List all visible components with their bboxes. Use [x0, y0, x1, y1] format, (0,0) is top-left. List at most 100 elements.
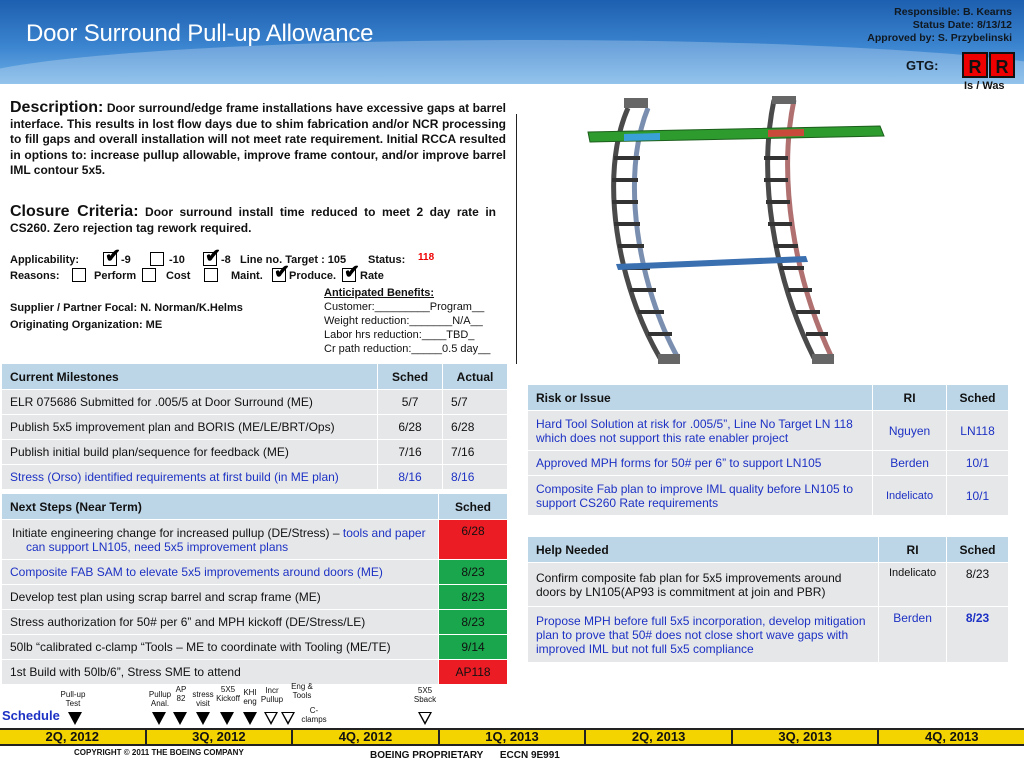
sched-header: Sched [377, 363, 444, 390]
proprietary-text: BOEING PROPRIETARY ECCN 9E991 [370, 750, 560, 761]
next-step-text: Stress authorization for 50# per 6” and … [0, 609, 440, 635]
table-row: Propose MPH before full 5x5 incorporatio… [526, 606, 1009, 663]
was-rating-badge: R [989, 52, 1015, 78]
milestone-sched: 6/28 [377, 414, 444, 440]
table-row: 1st Build with 50lb/6”, Stress SME to at… [0, 659, 508, 685]
divider-line [516, 114, 517, 364]
risk-ri: Indelicato [872, 475, 948, 516]
page-title: Door Surround Pull-up Allowance [26, 20, 374, 47]
left-frame-outer [611, 106, 681, 360]
actual-header: Actual [442, 363, 508, 390]
milestone-open-triangle-icon [418, 712, 432, 725]
help-ri: Indelicato [878, 562, 948, 607]
ri-header: RI [878, 536, 948, 563]
benefits-heading: Anticipated Benefits: [324, 287, 435, 299]
risk-issue-table: Risk or Issue RI Sched Hard Tool Solutio… [526, 384, 1009, 516]
next-step-sched: AP118 [438, 659, 508, 685]
milestone-filled-triangle-icon [243, 712, 257, 725]
milestone-open-triangle-icon [264, 712, 278, 725]
closure-text: Door surround install time reduced to me… [10, 205, 496, 235]
supplier-focal: Supplier / Partner Focal: N. Norman/K.He… [10, 302, 243, 314]
closure-block: Closure Criteria: Door surround install … [10, 204, 496, 236]
applicability-checkbox-9[interactable]: ✔ [103, 246, 121, 267]
table-row: Develop test plan using scrap barrel and… [0, 584, 508, 610]
milestone-text: Publish initial build plan/sequence for … [0, 439, 379, 465]
status-value: 118 [418, 252, 435, 263]
help-sched: 8/23 [946, 606, 1009, 663]
table-row: Approved MPH forms for 50# per 6” to sup… [526, 450, 1009, 476]
next-steps-header: Next Steps (Near Term) [0, 493, 440, 520]
applicability-checkbox-10[interactable] [150, 252, 164, 266]
milestone-label: stress visit [192, 690, 214, 708]
table-row: 50lb “calibrated c-clamp “Tools – ME to … [0, 634, 508, 660]
ri-header: RI [872, 384, 948, 411]
table-row: Initiate engineering change for increase… [0, 519, 508, 560]
milestone-actual: 5/7 [442, 389, 508, 415]
help-text: Confirm composite fab plan for 5x5 impro… [526, 562, 880, 607]
next-step-text: 1st Build with 50lb/6”, Stress SME to at… [0, 659, 440, 685]
risk-sched: 10/1 [946, 450, 1009, 476]
gtg-label: GTG: [906, 58, 939, 73]
milestone-sched: 7/16 [377, 439, 444, 465]
table-row: Composite FAB SAM to elevate 5x5 improve… [0, 559, 508, 585]
quarter-timeline: 2Q, 2012 3Q, 2012 4Q, 2012 1Q, 2013 2Q, … [0, 728, 1024, 746]
reasons-label: Reasons: [10, 270, 60, 282]
next-step-sched: 9/14 [438, 634, 508, 660]
sched-header: Sched [946, 536, 1009, 563]
check-icon: ✔ [274, 262, 290, 283]
table-row: Confirm composite fab plan for 5x5 impro… [526, 562, 1009, 607]
table-row: ELR 075686 Submitted for .005/5 at Door … [0, 389, 508, 415]
benefit-line: Customer:_________Program__ [324, 301, 485, 313]
milestone-text: ELR 075686 Submitted for .005/5 at Door … [0, 389, 379, 415]
applicability-checkbox-8[interactable]: ✔ [203, 246, 221, 267]
reason-label: Maint. [231, 270, 263, 282]
risk-ri: Nguyen [872, 410, 948, 451]
milestone-filled-triangle-icon [220, 712, 234, 725]
milestone-label: Pull-up Test [60, 690, 86, 708]
status-label: Status: [368, 254, 406, 266]
reason-checkbox-rate[interactable]: ✔ [342, 262, 360, 283]
description-block: Description: Door surround/edge frame in… [10, 100, 506, 179]
copyright-text: COPYRIGHT © 2011 THE BOEING COMPANY [74, 748, 244, 757]
reason-checkbox-maint[interactable] [204, 268, 218, 282]
check-icon: ✔ [344, 262, 360, 283]
milestone-label: Pullup Anal. [148, 690, 172, 708]
milestone-sched: 5/7 [377, 389, 444, 415]
risk-sched: LN118 [946, 410, 1009, 451]
next-step-sched: 6/28 [438, 519, 508, 560]
schedule-label: Schedule [2, 708, 60, 723]
door-surround-drawing [587, 96, 885, 364]
reason-checkbox-cost[interactable] [142, 268, 156, 282]
benefit-line: Weight reduction:_______N/A__ [324, 315, 483, 327]
help-sched: 8/23 [946, 562, 1009, 607]
benefit-line: Cr path reduction:_____0.5 day__ [324, 343, 491, 355]
next-steps-table: Next Steps (Near Term) Sched Initiate en… [0, 493, 508, 685]
is-was-label: Is / Was [964, 80, 1005, 92]
next-step-text: Composite FAB SAM to elevate 5x5 improve… [0, 559, 440, 585]
milestone-label: 5X5 Sback [413, 686, 437, 704]
table-row: Publish 5x5 improvement plan and BORIS (… [0, 414, 508, 440]
milestone-open-triangle-icon [281, 712, 295, 725]
reason-checkbox-produce[interactable]: ✔ [272, 262, 290, 283]
reason-label: Rate [360, 270, 384, 282]
milestone-label: KHI eng [243, 688, 257, 706]
quarter-cell: 1Q, 2013 [440, 730, 587, 744]
reason-checkbox-perform[interactable] [72, 268, 86, 282]
milestone-label: Eng & Tools [291, 682, 313, 700]
help-ri: Berden [878, 606, 948, 663]
help-needed-table: Help Needed RI Sched Confirm composite f… [526, 536, 1009, 663]
milestones-header: Current Milestones [0, 363, 379, 390]
risk-ri: Berden [872, 450, 948, 476]
milestone-label: Incr Pullup [260, 686, 284, 704]
slide-header: Door Surround Pull-up Allowance Responsi… [0, 0, 1024, 84]
status-date-text: Status Date: 8/13/12 [912, 19, 1012, 31]
description-text: Door surround/edge frame installations h… [10, 101, 506, 177]
originating-org: Originating Organization: ME [10, 319, 163, 331]
quarter-cell: 3Q, 2012 [147, 730, 294, 744]
milestone-text: Stress (Orso) identified requirements at… [0, 464, 379, 490]
next-step-sched: 8/23 [438, 559, 508, 585]
quarter-cell: 3Q, 2013 [733, 730, 880, 744]
help-text: Propose MPH before full 5x5 incorporatio… [526, 606, 880, 663]
risk-sched: 10/1 [946, 475, 1009, 516]
bottom-sill-beam [616, 256, 808, 270]
